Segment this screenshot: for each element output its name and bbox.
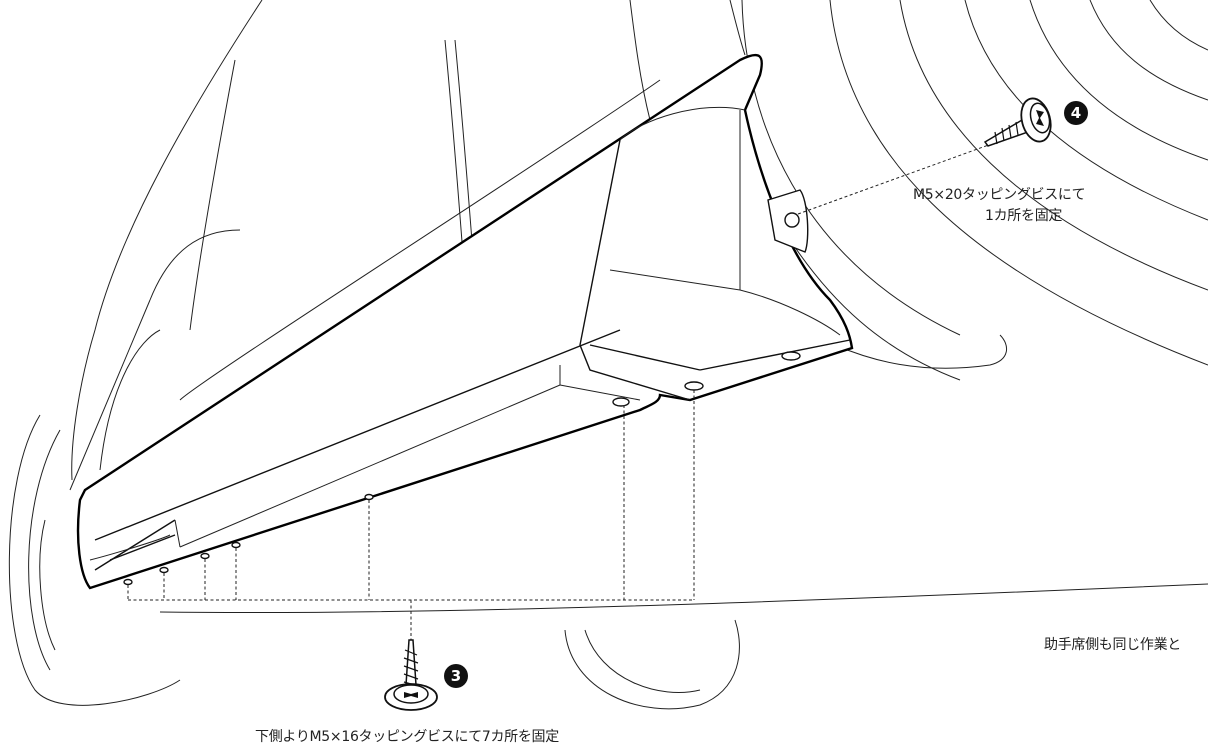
- step-4-badge: 4: [1064, 101, 1088, 125]
- screw-3-icon: [384, 639, 438, 711]
- rear-tire: [741, 0, 1208, 381]
- step-3-badge: 3: [444, 664, 468, 688]
- side-skirt: [76, 53, 854, 590]
- screw-4-icon: [983, 97, 1052, 147]
- screw3-leader-lines: [127, 390, 695, 640]
- step-4-label-line1: M5×20タッピングビスにて: [913, 187, 1086, 203]
- step-4-label-line2: 1カ所を固定: [985, 208, 1063, 224]
- step-3-label: 下側よりM5×16タッピングビスにて7カ所を固定: [255, 729, 559, 745]
- side-note-label: 助手席側も同じ作業と: [1044, 637, 1181, 653]
- screw-hole-markers: [123, 493, 374, 586]
